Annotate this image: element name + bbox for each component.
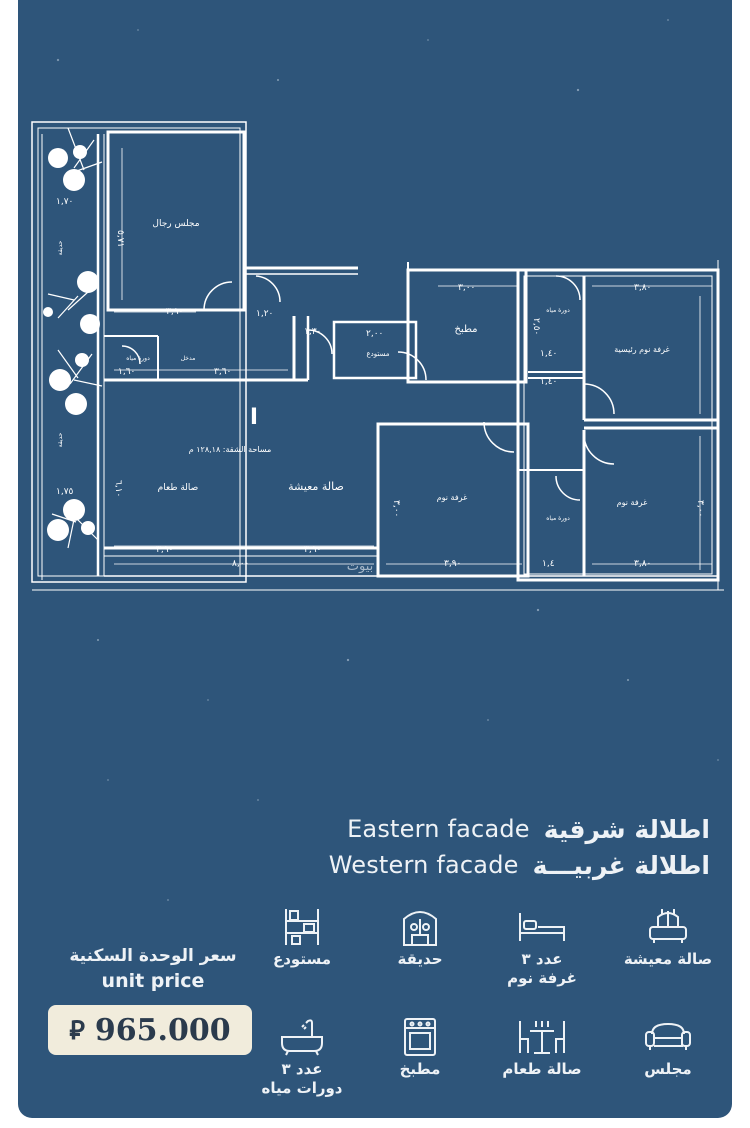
amenity-label: صالة معيشة xyxy=(623,950,713,968)
garden-icon xyxy=(360,904,480,950)
dim-label: ٣,٩٠ xyxy=(304,545,321,555)
amenity-label: مطبخ xyxy=(399,1060,441,1078)
room-dining-hall: صالة طعام xyxy=(158,483,199,493)
facade-western-ar: اطلالة غربيـــة xyxy=(532,850,710,880)
amenity-dining: صالة طعام xyxy=(482,1014,602,1079)
dim-label: ١,٤٠ xyxy=(540,349,557,359)
facade-eastern-ar: اطلالة شرقية xyxy=(543,814,710,844)
dim-label: ٣,٦٠ xyxy=(214,367,231,377)
couch-icon xyxy=(608,1014,728,1060)
dim-label: ٣,٩٠ xyxy=(444,559,461,569)
amenity-living-room: صالة معيشة xyxy=(608,904,728,969)
dim-label: ٥,٧١ xyxy=(115,230,125,247)
price-box: ⃁ 965.000 xyxy=(48,1005,252,1055)
amenity-garden: حديقة xyxy=(360,904,480,969)
price-value: 965.000 xyxy=(94,1012,231,1048)
room-labels: مجلس رجال مطبخ غرفة نوم رئيسية دورة مياه… xyxy=(57,219,670,574)
dim-label: ٣,٩٠ xyxy=(166,307,183,317)
room-entrance: مدخل xyxy=(181,355,196,362)
riyal-currency-icon: ⃁ xyxy=(69,1015,85,1046)
garden-label-top: حديقة xyxy=(57,240,64,255)
bed-icon xyxy=(482,904,602,950)
shelves-icon xyxy=(242,904,362,950)
price-title: سعر الوحدة السكنية unit price xyxy=(48,944,258,994)
facade-eastern-en: Eastern facade xyxy=(347,815,530,843)
apartment-area: مساحة الشقة: ١٢٨,١٨ م xyxy=(189,445,272,454)
dim-label: ٢,٠٠ xyxy=(366,329,383,339)
dim-label: ١,٤ xyxy=(542,559,555,569)
dim-label: ٣,٠٠ xyxy=(695,500,705,517)
room-bedroom-1: غرفة نوم xyxy=(437,493,468,502)
dimension-labels: ١,٧٠ ٥,٧١ ٣,٩٠ ١,٢٠ ١,٣٠ ٢,٠٠ ٣,٠٠ ٣,٨٠ … xyxy=(56,197,705,569)
dim-label: ١,٧٠ xyxy=(56,197,73,207)
dim-label: ١,٢٠ xyxy=(256,309,273,319)
amenity-label: عدد ٣ غرفة نوم xyxy=(507,950,577,987)
dining-table-icon xyxy=(482,1014,602,1060)
room-master-bedroom: غرفة نوم رئيسية xyxy=(614,345,669,354)
floor-plan-walls xyxy=(31,121,724,591)
dim-label: ١,٦٠ xyxy=(118,367,135,377)
unit-number: I xyxy=(250,405,258,430)
floor-plan: مجلس رجال مطبخ غرفة نوم رئيسية دورة مياه… xyxy=(31,121,724,591)
dim-label: ٣,٨٠ xyxy=(634,283,651,293)
dim-label: ٨,٠٠ xyxy=(232,559,249,569)
amenity-kitchen: مطبخ xyxy=(360,1014,480,1079)
listing-card: مجلس رجال مطبخ غرفة نوم رئيسية دورة مياه… xyxy=(18,0,732,1118)
facade-western: Western facade اطلالة غربيـــة xyxy=(250,848,710,882)
dim-label: ٣,٠٠ xyxy=(458,283,475,293)
amenity-storage: مستودع xyxy=(242,904,362,969)
dim-label: ٣,٩٠ xyxy=(156,545,173,555)
dim-label: ٣,٨٠ xyxy=(634,559,651,569)
dim-label: ٢,٥٠ xyxy=(531,318,541,335)
amenity-bedrooms: عدد ٣ غرفة نوم xyxy=(482,904,602,988)
amenity-label: حديقة xyxy=(397,950,443,968)
room-bedroom-2: غرفة نوم xyxy=(617,498,648,507)
sofa-icon xyxy=(608,904,728,950)
dim-label: ١,٣٠ xyxy=(304,327,321,337)
garden-label-bottom: حديقة xyxy=(57,432,64,447)
room-toilet-2: دورة مياه xyxy=(126,355,150,362)
dim-label: ٣,٠٠ xyxy=(391,500,401,517)
price-title-en: unit price xyxy=(101,970,205,992)
amenity-bathrooms: عدد ٣ دورات مياه xyxy=(242,1014,362,1098)
room-men-majlis: مجلس رجال xyxy=(152,219,199,229)
room-toilet-3: دورة مياه xyxy=(546,515,570,522)
dim-label: ١,٧٥ xyxy=(56,487,74,497)
amenity-label: مجلس xyxy=(644,1060,692,1078)
dim-label: ٦,١٠ xyxy=(113,480,123,497)
amenity-majlis: مجلس xyxy=(608,1014,728,1079)
facade-eastern: Eastern facade اطلالة شرقية xyxy=(250,812,710,846)
room-toilet-1: دورة مياه xyxy=(546,307,570,314)
amenity-label: مستودع xyxy=(272,950,332,968)
room-kitchen: مطبخ xyxy=(454,324,477,335)
amenity-label: صالة طعام xyxy=(502,1060,582,1078)
price-title-ar: سعر الوحدة السكنية xyxy=(69,946,237,966)
facade-western-en: Western facade xyxy=(328,851,519,879)
bathtub-icon xyxy=(242,1014,362,1060)
garden-plants xyxy=(43,127,103,549)
dim-label: ١,٤٠ xyxy=(540,377,557,387)
room-living-hall: صالة معيشة xyxy=(288,480,344,493)
watermark: بيوت xyxy=(347,559,374,574)
room-storage: مستودع xyxy=(366,350,389,358)
amenity-label: عدد ٣ دورات مياه xyxy=(261,1060,343,1097)
stove-icon xyxy=(360,1014,480,1060)
